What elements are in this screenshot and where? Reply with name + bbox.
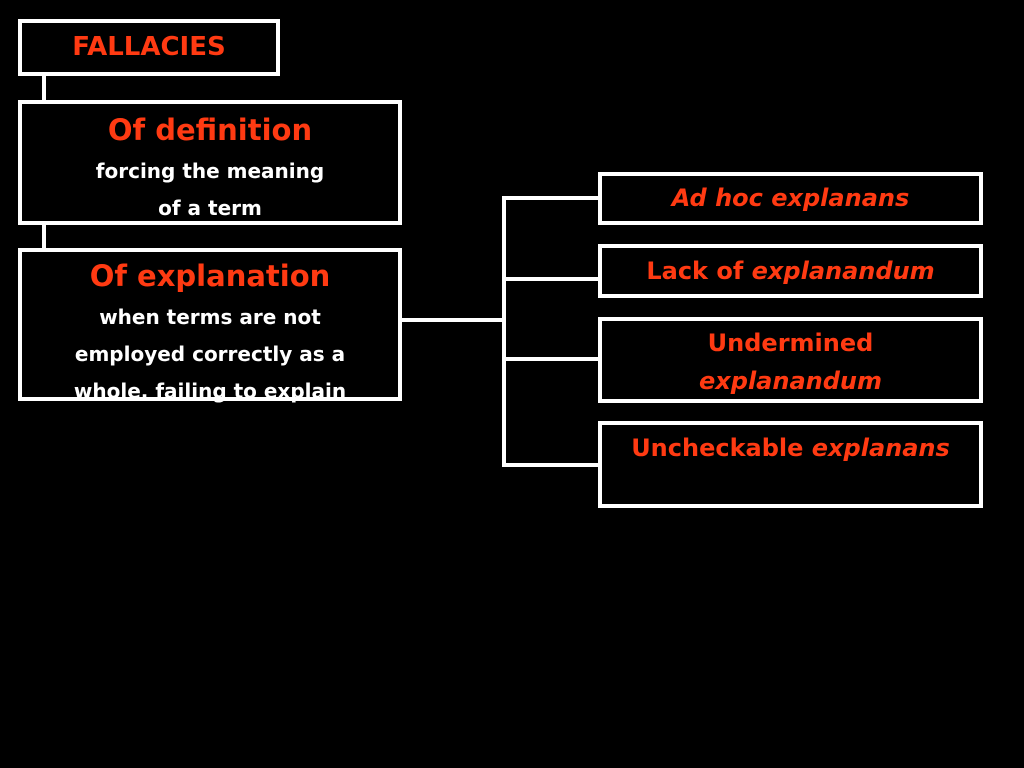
subtype-italic-text: explanandum bbox=[751, 257, 935, 285]
explanation-title: Of explanation bbox=[89, 259, 331, 293]
definition-desc-line-1: forcing the meaning bbox=[95, 159, 325, 183]
subtype-label: Ad hoc explanans bbox=[602, 176, 979, 221]
explanation-node: Of explanation when terms are not employ… bbox=[18, 248, 402, 403]
subtype-node-undermined-explanandum: Undermined explanandum bbox=[598, 317, 983, 403]
subtype-label: Uncheckable explanans bbox=[602, 432, 979, 464]
subtype-node-lack-of-explanandum: Lack of explanandum bbox=[598, 244, 983, 298]
definition-node: Of definition forcing the meaning of a t… bbox=[18, 100, 402, 225]
explanation-desc-line-3: whole, failing to explain bbox=[73, 379, 347, 403]
explanation-desc-line-1: when terms are not bbox=[99, 305, 321, 329]
subtype-plain-text: Lack of bbox=[646, 257, 752, 285]
subtype-italic-text: Ad hoc explanans bbox=[671, 184, 910, 212]
definition-desc-line-2: of a term bbox=[158, 196, 262, 220]
subtype-italic-text: explanandum bbox=[699, 367, 882, 395]
subtype-label-line-1: Undermined bbox=[707, 329, 874, 357]
fallacies-root-node: FALLACIES bbox=[18, 19, 280, 76]
subtype-label: Lack of explanandum bbox=[602, 248, 979, 294]
root-title: FALLACIES bbox=[72, 32, 226, 62]
definition-title: Of definition bbox=[107, 113, 313, 147]
subtype-node-ad-hoc-explanans: Ad hoc explanans bbox=[598, 172, 983, 225]
subtype-italic-text: explanans bbox=[811, 434, 950, 462]
explanation-desc-line-2: employed correctly as a bbox=[74, 342, 346, 366]
subtype-plain-text: Uncheckable bbox=[631, 434, 812, 462]
subtype-node-uncheckable-explanans: Uncheckable explanans bbox=[598, 421, 983, 508]
subtype-label-line-2: explanandum bbox=[602, 365, 979, 397]
